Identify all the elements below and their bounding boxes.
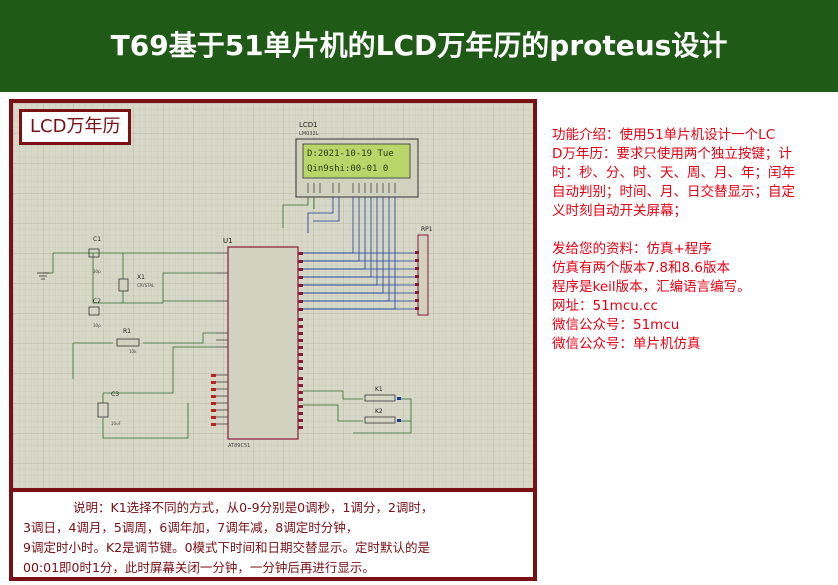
feature-line: 功能介绍：使用51单片机设计一个LC bbox=[552, 127, 776, 143]
mcu-right-pins bbox=[298, 252, 303, 429]
respack-ref: RP1 bbox=[421, 226, 433, 233]
cap-c2 bbox=[88, 306, 100, 316]
respack bbox=[417, 234, 429, 316]
page-title: T69基于51单片机的LCD万年历的proteus设计 bbox=[110, 29, 728, 62]
oscillator-wires bbox=[43, 252, 216, 304]
title-banner: T69基于51单片机的LCD万年历的proteus设计 bbox=[0, 0, 838, 92]
lcd-line-1: D:2021-10-19 Tue bbox=[307, 149, 394, 159]
cap-c2-ref: C2 bbox=[93, 298, 101, 305]
spacer bbox=[552, 221, 834, 240]
cap-c1-value: 30p bbox=[93, 269, 101, 274]
wechat-line: 微信公众号：51mcu bbox=[552, 317, 680, 333]
lcd-power-wires bbox=[282, 197, 315, 228]
instruction-line: 3调日，4调月，5调周，6调年加，7调年减，8调定时分钟， bbox=[23, 520, 359, 535]
instruction-line: 说明：K1选择不同的方式，从0-9分别是0调秒，1调分，2调时， bbox=[73, 500, 434, 515]
ground-symbol bbox=[37, 272, 49, 280]
crystal-part: CRYSTAL bbox=[137, 283, 155, 288]
key-k2 bbox=[364, 416, 396, 424]
resistor-value: 10k bbox=[129, 349, 137, 354]
resistor-ref: R1 bbox=[123, 328, 131, 335]
feature-line: 义时刻自动开关屏幕； bbox=[552, 203, 687, 219]
feature-line: D万年历：要求只使用两个独立按键；计 bbox=[552, 146, 792, 162]
respack-pins bbox=[415, 251, 419, 310]
feature-line: 自动判别；时间、月、日交替显示；自定 bbox=[552, 184, 795, 200]
reset-wires bbox=[72, 332, 216, 439]
resource-line: 发给您的资料：仿真+程序 bbox=[552, 241, 712, 257]
resistor-r1 bbox=[116, 338, 140, 347]
resource-line: 仿真有两个版本7.8和8.6版本 bbox=[552, 260, 730, 276]
cap-c3-ref: C3 bbox=[111, 391, 119, 398]
wechat-line: 微信公众号：单片机仿真 bbox=[552, 336, 701, 352]
key-k1-ref: K1 bbox=[375, 386, 383, 393]
key-k1 bbox=[364, 394, 396, 402]
feature-line: 时：秒、分、时、天、周、月、年；闰年 bbox=[552, 165, 795, 181]
cap-c2-value: 30p bbox=[93, 323, 101, 328]
mcu-ref: U1 bbox=[223, 237, 233, 245]
lcd-screen bbox=[302, 143, 411, 179]
mcu-left-pin-markers bbox=[211, 374, 216, 426]
lcd-line-2: Qin9shi:00-01 0 bbox=[307, 164, 388, 174]
instruction-line: 00:01即0时1分，此时屏幕关闭一分钟，一分钟后再进行显示。 bbox=[23, 560, 375, 575]
resource-line: 程序是keil版本，汇编语言编写。 bbox=[552, 279, 751, 295]
key-k2-ref: K2 bbox=[375, 408, 383, 415]
schematic-label: LCD万年历 bbox=[19, 109, 132, 145]
key-wires bbox=[303, 390, 412, 434]
lcd-ref: LCD1 bbox=[299, 121, 318, 129]
instruction-line: 9调定时小时。K2是调节键。0模式下时间和日期交替显示。定时默认的是 bbox=[23, 540, 431, 555]
website-line: 网址：51mcu.cc bbox=[552, 298, 658, 314]
key-markers bbox=[397, 397, 401, 422]
cap-c3 bbox=[97, 402, 109, 418]
lcd-data-bus bbox=[303, 197, 418, 310]
lcd-part: LM032L bbox=[299, 131, 319, 137]
info-panel: 功能介绍：使用51单片机设计一个LC D万年历：要求只使用两个独立按键；计 时：… bbox=[552, 126, 834, 354]
crystal bbox=[118, 278, 129, 292]
mcu-part: AT89C51 bbox=[228, 443, 250, 449]
mcu-left-pins bbox=[216, 252, 228, 425]
instructions-box: 说明：K1选择不同的方式，从0-9分别是0调秒，1调分，2调时， 3调日，4调月… bbox=[9, 488, 537, 581]
lcd-pins bbox=[307, 183, 396, 193]
cap-c1-ref: C1 bbox=[93, 236, 101, 243]
cap-c3-value: 10uF bbox=[111, 421, 122, 426]
cap-c1 bbox=[88, 248, 100, 258]
crystal-ref: X1 bbox=[137, 274, 145, 281]
mcu-chip bbox=[227, 246, 299, 440]
